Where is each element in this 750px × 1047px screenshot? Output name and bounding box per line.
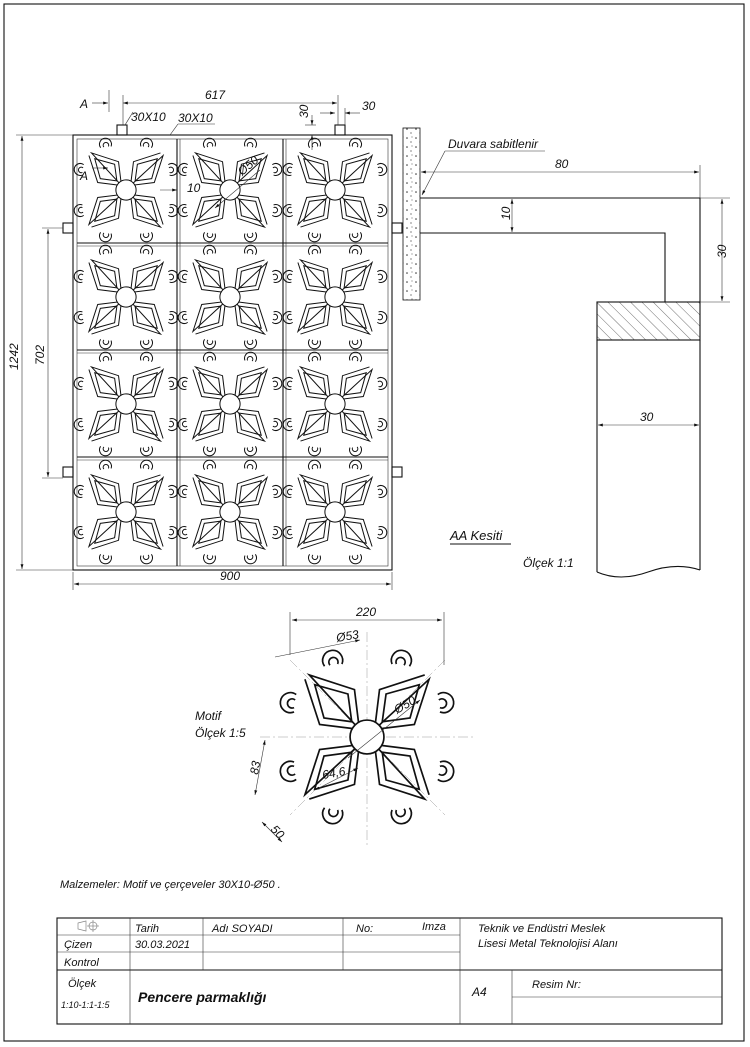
svg-text:Ölçek 1:5: Ölçek 1:5 — [195, 726, 246, 740]
svg-text:Duvara sabitlenir: Duvara sabitlenir — [448, 137, 539, 151]
svg-text:10: 10 — [187, 181, 201, 195]
svg-text:617: 617 — [205, 88, 226, 102]
svg-text:Çizen: Çizen — [64, 939, 92, 951]
svg-text:30.03.2021: 30.03.2021 — [135, 939, 190, 951]
motif-grid — [72, 136, 389, 566]
svg-text:50: 50 — [268, 822, 288, 842]
svg-text:Teknik ve Endüstri Meslek: Teknik ve Endüstri Meslek — [478, 923, 606, 935]
svg-text:1242: 1242 — [7, 343, 21, 370]
svg-text:30: 30 — [715, 244, 729, 258]
svg-text:No:: No: — [356, 923, 373, 935]
svg-text:A4: A4 — [471, 985, 487, 999]
svg-text:30X10: 30X10 — [178, 111, 213, 125]
svg-text:64,6: 64,6 — [321, 764, 347, 782]
title-block: Tarih Adı SOYADI No: Imza Çizen 30.03.20… — [56, 917, 723, 1025]
svg-text:Ø50: Ø50 — [391, 693, 419, 717]
sheet-border — [3, 3, 745, 1042]
motif-detail-view: Motif Ölçek 1:5 220 Ø53 Ø50 83 64,6 50 — [195, 605, 475, 848]
svg-text:220: 220 — [355, 605, 376, 619]
svg-text:Lisesi Metal Teknolojisi Alanı: Lisesi Metal Teknolojisi Alanı — [478, 938, 618, 950]
svg-text:Tarih: Tarih — [135, 923, 159, 935]
svg-text:Ø50: Ø50 — [234, 153, 261, 179]
lugs — [62, 124, 403, 478]
svg-text:30: 30 — [362, 99, 376, 113]
svg-text:Ø53: Ø53 — [334, 627, 360, 645]
section-aa-view: Duvara sabitlenir 80 10 30 30 AA Kesiti … — [402, 127, 730, 578]
svg-text:Kontrol: Kontrol — [64, 957, 99, 969]
svg-text:Motif: Motif — [195, 709, 223, 723]
grille-front-view — [62, 124, 403, 571]
svg-text:10: 10 — [499, 206, 513, 220]
svg-text:Adı SOYADI: Adı SOYADI — [211, 923, 273, 935]
materials-note: Malzemeler: Motif ve çerçeveler 30X10-Ø5… — [60, 879, 281, 891]
svg-text:30X10: 30X10 — [131, 110, 166, 124]
svg-text:Ölçek: Ölçek — [68, 978, 97, 990]
svg-text:30: 30 — [297, 104, 311, 118]
projection-symbol-icon — [77, 920, 99, 932]
svg-text:1:10-1:1-1:5: 1:10-1:1-1:5 — [61, 1000, 111, 1010]
svg-text:80: 80 — [555, 157, 569, 171]
svg-text:30: 30 — [640, 410, 654, 424]
svg-text:Imza: Imza — [422, 921, 446, 933]
svg-text:Resim Nr:: Resim Nr: — [532, 979, 581, 991]
svg-text:900: 900 — [220, 569, 240, 583]
svg-text:83: 83 — [247, 760, 263, 776]
svg-text:A: A — [79, 169, 88, 183]
svg-text:702: 702 — [33, 345, 47, 365]
svg-text:A: A — [79, 97, 88, 111]
svg-text:AA Kesiti: AA Kesiti — [449, 528, 503, 543]
svg-text:Pencere parmaklığı: Pencere parmaklığı — [138, 989, 267, 1005]
svg-text:Ölçek 1:1: Ölçek 1:1 — [523, 556, 574, 570]
